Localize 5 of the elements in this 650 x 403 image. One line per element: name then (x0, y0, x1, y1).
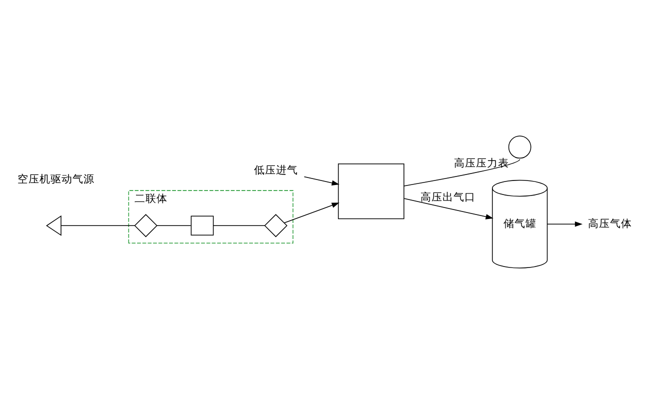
label: 空压机驱动气源 (18, 172, 95, 186)
edge-label: 高压出气口 (420, 190, 476, 204)
node-text: 低压进气 (254, 163, 298, 176)
node-label: 高压压力表 (454, 156, 509, 170)
node-text: 高压气体 (588, 216, 632, 230)
